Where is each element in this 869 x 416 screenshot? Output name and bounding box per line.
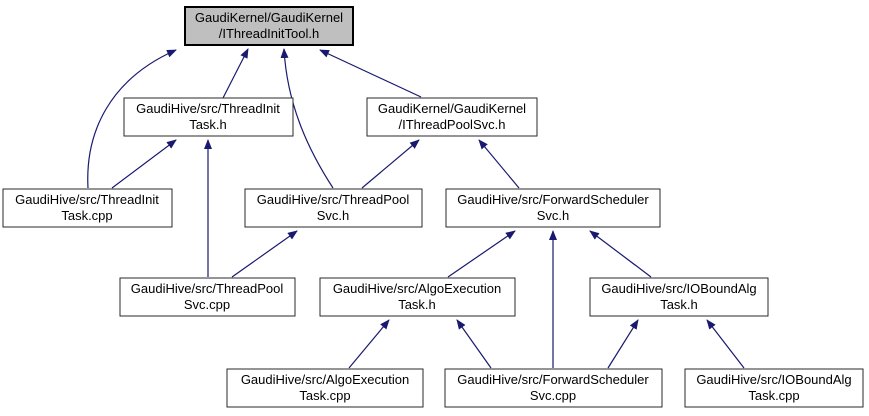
edge-ioboundalgtask-h-to-forwardschedulersvc-h [589, 230, 652, 278]
nodes-layer: GaudiKernel/GaudiKernel /IThreadInitTool… [2, 6, 864, 408]
node-forwardschedulersvc-h[interactable]: GaudiHive/src/ForwardScheduler Svc.h [445, 188, 661, 228]
node-label-line1: GaudiHive/src/ThreadInit [136, 101, 280, 116]
node-label-line2: Task.cpp [299, 388, 350, 403]
edge-threadinittask-cpp-to-threadinittask-h [111, 139, 177, 189]
node-threadpoolsvc-cpp[interactable]: GaudiHive/src/ThreadPool Svc.cpp [119, 277, 296, 317]
node-box [445, 188, 661, 228]
node-label-line1: GaudiKernel/GaudiKernel [378, 101, 526, 116]
edge-threadpoolsvc-h-to-ithreadinittool-h [280, 48, 334, 189]
edges-layer [87, 48, 745, 369]
edge-algoexecutiontask-cpp-to-algoexecutiontask-h [348, 319, 390, 369]
node-label-line1: GaudiHive/src/ThreadInit [15, 192, 159, 207]
node-label-line2: Svc.h [537, 208, 570, 223]
edge-forwardschedulersvc-cpp-to-algoexecutiontask-h [456, 319, 492, 369]
node-label-line1: GaudiHive/src/IOBoundAlg [601, 281, 756, 296]
node-algoexecutiontask-cpp[interactable]: GaudiHive/src/AlgoExecution Task.cpp [226, 368, 424, 408]
edge-ioboundalgtask-cpp-to-ioboundalgtask-h [706, 319, 745, 369]
node-threadpoolsvc-h[interactable]: GaudiHive/src/ThreadPool Svc.h [244, 188, 423, 228]
node-label-line2: /IThreadPoolSvc.h [399, 117, 506, 132]
node-forwardschedulersvc-cpp[interactable]: GaudiHive/src/ForwardScheduler Svc.cpp [444, 368, 663, 408]
node-label-line1: GaudiKernel/GaudiKernel [195, 10, 343, 25]
node-label-line2: Task.h [660, 297, 698, 312]
edge-ithreadpoolsvc-h-to-ithreadinittool-h [319, 49, 422, 98]
node-threadinittask-h[interactable]: GaudiHive/src/ThreadInit Task.h [123, 97, 294, 137]
node-box [444, 368, 663, 408]
node-box [589, 277, 769, 317]
node-label-line1: GaudiHive/src/AlgoExecution [333, 281, 501, 296]
node-label-line1: GaudiHive/src/ForwardScheduler [457, 372, 649, 387]
node-label-line2: /IThreadInitTool.h [219, 26, 319, 41]
node-label-line2: Task.h [189, 117, 227, 132]
node-ioboundalgtask-h[interactable]: GaudiHive/src/IOBoundAlg Task.h [589, 277, 769, 317]
edge-algoexecutiontask-h-to-forwardschedulersvc-h [447, 230, 516, 278]
edge-forwardschedulersvc-h-to-ithreadpoolsvc-h [478, 139, 520, 189]
node-threadinittask-cpp[interactable]: GaudiHive/src/ThreadInit Task.cpp [2, 188, 173, 228]
node-box [123, 97, 294, 137]
node-label-line2: Svc.cpp [184, 297, 230, 312]
node-ithreadpoolsvc-h[interactable]: GaudiKernel/GaudiKernel /IThreadPoolSvc.… [366, 97, 538, 137]
edge-forwardschedulersvc-cpp-to-ioboundalgtask-h [607, 319, 639, 369]
node-label-line2: Task.h [398, 297, 436, 312]
node-label-line2: Svc.cpp [530, 388, 576, 403]
node-label-line1: GaudiHive/src/AlgoExecution [241, 372, 409, 387]
node-box [2, 188, 173, 228]
node-label-line1: GaudiHive/src/IOBoundAlg [696, 372, 851, 387]
edge-threadpoolsvc-cpp-to-threadpoolsvc-h [231, 230, 298, 278]
node-label-line1: GaudiHive/src/ThreadPool [131, 281, 284, 296]
node-box [244, 188, 423, 228]
edge-threadpoolsvc-h-to-ithreadpoolsvc-h [361, 139, 420, 189]
node-label-line2: Task.cpp [748, 388, 799, 403]
node-label-line2: Task.cpp [61, 208, 112, 223]
edge-threadinittask-cpp-to-ithreadinittool-h [87, 49, 177, 189]
node-algoexecutiontask-h[interactable]: GaudiHive/src/AlgoExecution Task.h [319, 277, 516, 317]
node-box [366, 97, 538, 137]
node-ithreadinittool-h[interactable]: GaudiKernel/GaudiKernel /IThreadInitTool… [184, 6, 354, 46]
node-box [684, 368, 864, 408]
node-label-line1: GaudiHive/src/ThreadPool [257, 192, 410, 207]
node-label-line1: GaudiHive/src/ForwardScheduler [457, 192, 649, 207]
node-box [184, 6, 354, 46]
node-box [319, 277, 516, 317]
edge-threadinittask-h-to-ithreadinittool-h [222, 48, 249, 99]
node-ioboundalgtask-cpp[interactable]: GaudiHive/src/IOBoundAlg Task.cpp [684, 368, 864, 408]
node-label-line2: Svc.h [317, 208, 350, 223]
node-box [119, 277, 296, 317]
node-box [226, 368, 424, 408]
